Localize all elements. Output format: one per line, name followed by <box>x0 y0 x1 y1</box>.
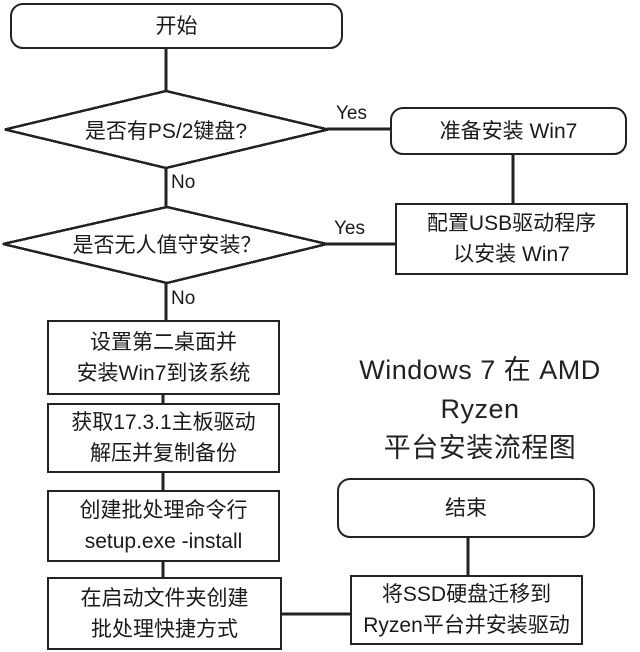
node-end-label: 结束 <box>445 496 487 520</box>
node-start-label: 开始 <box>155 14 198 38</box>
edge-label-unattended-no: No <box>171 288 196 309</box>
node-startup-shortcut-line1: 在启动文件夹创建 <box>80 586 249 610</box>
decision-unattended-label: 是否无人值守安装？ <box>72 234 262 257</box>
flowchart-title-line2: 平台安装流程图 <box>383 433 577 463</box>
node-migrate-ssd-line1: 将SSD硬盘迁移到 <box>381 583 552 606</box>
node-startup-shortcut: 在启动文件夹创建 批处理快捷方式 <box>47 577 282 650</box>
node-setup-desktop: 设置第二桌面并 安装Win7到该系统 <box>47 320 280 395</box>
node-config-usb-line2: 以安装 Win7 <box>453 243 570 266</box>
decision-diamond-ps2 <box>4 89 329 170</box>
node-get-driver-line1: 获取17.3.1主板驱动 <box>71 411 256 434</box>
edge-label-ps2-no: No <box>171 172 196 193</box>
flowchart-title: Windows 7 在 AMD Ryzen 平台安装流程图 <box>316 351 640 468</box>
node-setup-desktop-line2: 安装Win7到该系统 <box>76 361 251 385</box>
node-end: 结束 <box>337 478 595 538</box>
decision-ps2-label: 是否有PS/2键盘? <box>84 120 248 143</box>
edge-label-unattended-yes: Yes <box>334 218 365 239</box>
node-setup-desktop-line1: 设置第二桌面并 <box>90 330 237 354</box>
node-prepare-install-label: 准备安装 Win7 <box>439 119 578 143</box>
node-create-batch: 创建批处理命令行 setup.exe -install <box>47 490 280 562</box>
node-prepare-install: 准备安装 Win7 <box>390 107 627 155</box>
node-config-usb: 配置USB驱动程序 以安装 Win7 <box>395 203 628 275</box>
edge-label-ps2-yes: Yes <box>336 103 367 124</box>
node-create-batch-line2: setup.exe -install <box>84 530 243 553</box>
decision-diamond-unattended <box>2 205 328 285</box>
node-migrate-ssd: 将SSD硬盘迁移到 Ryzen平台并安装驱动 <box>350 575 583 645</box>
node-startup-shortcut-line2: 批处理快捷方式 <box>91 617 238 641</box>
node-migrate-ssd-line2: Ryzen平台并安装驱动 <box>363 614 570 637</box>
node-get-driver-line2: 解压并复制备份 <box>90 442 237 465</box>
flowchart-title-line1: Windows 7 在 AMD Ryzen <box>359 355 601 424</box>
node-get-driver: 获取17.3.1主板驱动 解压并复制备份 <box>47 403 280 473</box>
node-config-usb-line1: 配置USB驱动程序 <box>426 212 597 235</box>
node-create-batch-line1: 创建批处理命令行 <box>79 499 248 522</box>
node-start: 开始 <box>10 3 343 49</box>
